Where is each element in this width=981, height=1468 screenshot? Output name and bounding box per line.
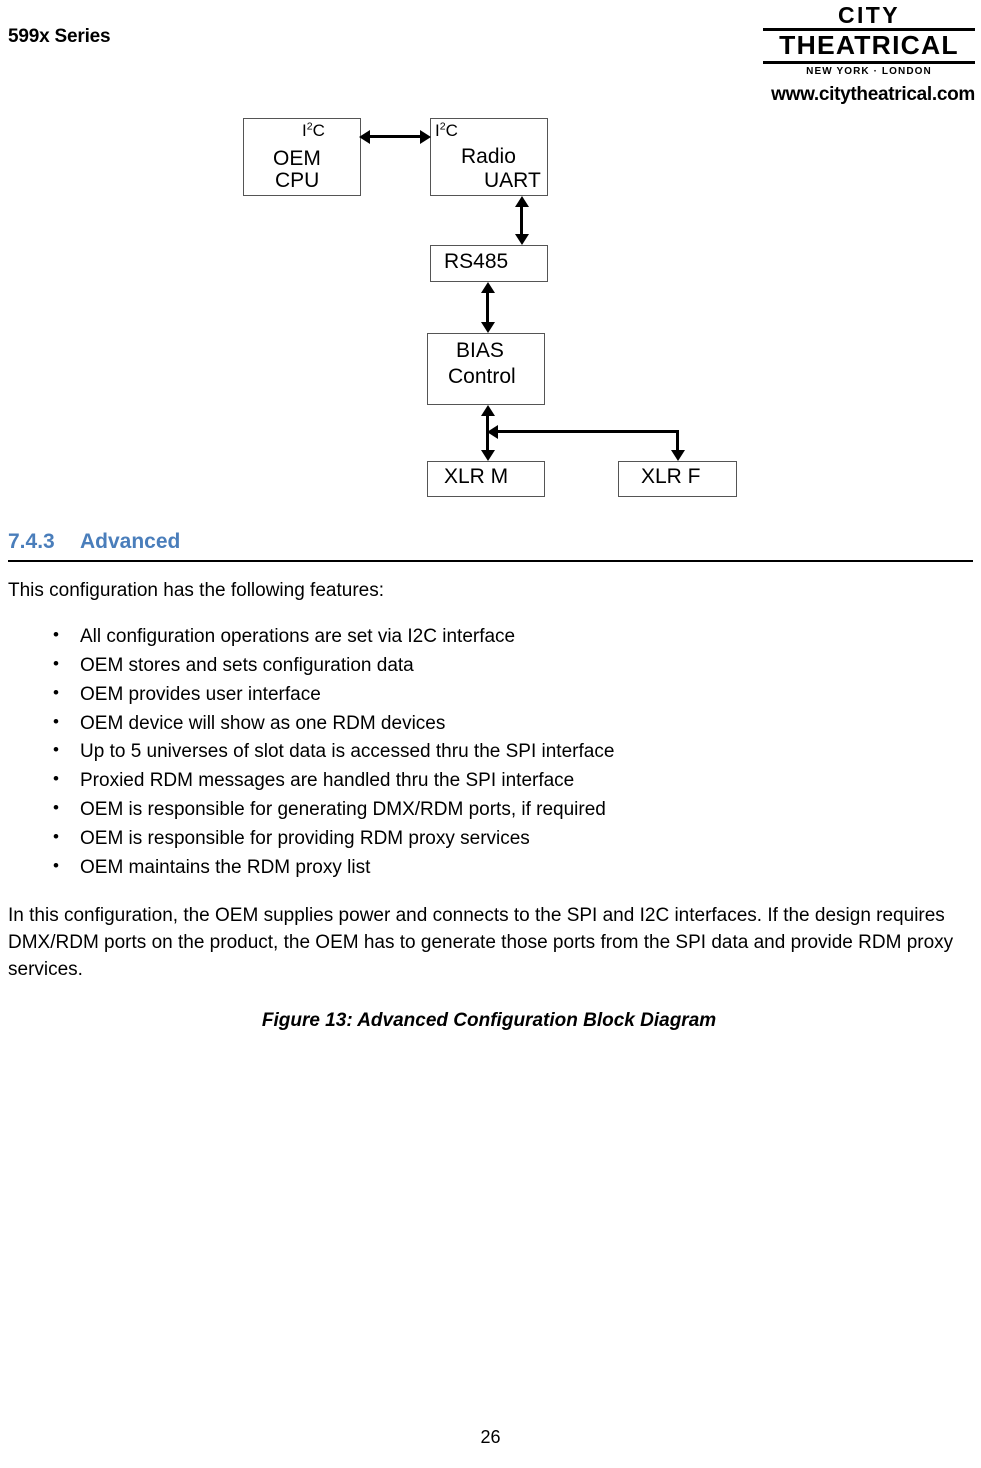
diagram-arrowhead-rs485-bias-down xyxy=(480,322,495,333)
bullet-icon: • xyxy=(53,798,59,818)
diagram-arrowhead-bias-xlrm-down xyxy=(480,450,495,461)
diagram-node-xlr-f xyxy=(618,461,737,497)
diagram-label-radio-i2c-port: I2C xyxy=(435,120,458,140)
section-title: Advanced xyxy=(80,530,181,553)
bullet-icon: • xyxy=(53,855,59,875)
diagram-arrowhead-radio-rs485-down xyxy=(514,234,529,245)
diagram-connector-radio-rs485 xyxy=(520,206,523,236)
logo-line-theatrical: THEATRICAL xyxy=(779,30,959,61)
list-item: • Proxied RDM messages are handled thru t… xyxy=(8,767,973,796)
diagram-label-oem-cpu-line2: CPU xyxy=(275,169,320,192)
diagram-connector-branch-vertical xyxy=(676,430,679,451)
logo-rule-top xyxy=(763,28,975,32)
list-item: • OEM maintains the RDM proxy list xyxy=(8,854,973,883)
section-heading: 7.4.3 Advanced xyxy=(8,530,973,560)
list-item-label: OEM provides user interface xyxy=(80,683,321,705)
page-header: 599x Series CITY THEATRICAL NEW YORK · L… xyxy=(0,0,981,110)
diagram-label-bias-line1: BIAS xyxy=(456,339,504,362)
list-item: • OEM device will show as one RDM devices xyxy=(8,710,973,739)
page-content: 7.4.3 Advanced This configuration has th… xyxy=(8,530,973,1032)
logo-rule-bottom xyxy=(763,60,975,64)
bullet-icon: • xyxy=(53,769,59,789)
diagram-connector-branch-horizontal xyxy=(497,430,678,433)
diagram-arrowhead-radio-rs485-up xyxy=(514,196,529,207)
diagram-arrowhead-branch-left xyxy=(487,424,498,439)
diagram-label-xlr-m: XLR M xyxy=(444,465,509,488)
diagram-node-bias-control xyxy=(427,333,545,405)
bullet-icon: • xyxy=(53,740,59,760)
diagram-node-xlr-m xyxy=(427,461,545,497)
list-item-label: Up to 5 universes of slot data is access… xyxy=(80,741,615,763)
diagram-arrowhead-oem-radio-left xyxy=(359,129,370,144)
list-item: • OEM is responsible for generating DMX/R… xyxy=(8,796,973,825)
advanced-configuration-block-diagram: I2C OEM CPU I2C Radio UART RS485 BIAS Co… xyxy=(0,108,981,513)
diagram-node-rs485 xyxy=(430,245,548,282)
section-number: 7.4.3 xyxy=(8,530,55,553)
intro-paragraph: This configuration has the following fea… xyxy=(8,580,384,601)
figure-caption: Figure 13: Advanced Configuration Block … xyxy=(261,1009,717,1031)
diagram-label-radio-uart-port: UART xyxy=(484,169,541,192)
logo-line-cities: NEW YORK · LONDON xyxy=(806,65,932,77)
diagram-label-oem-cpu-i2c-port: I2C xyxy=(302,120,325,140)
diagram-label-rs485: RS485 xyxy=(444,250,509,273)
document-series-title: 599x Series xyxy=(8,26,111,47)
list-item-label: All configuration operations are set via… xyxy=(80,625,516,647)
bullet-icon: • xyxy=(53,653,59,673)
diagram-arrowhead-oem-radio-right xyxy=(420,129,431,144)
diagram-label-oem-cpu-line1: OEM xyxy=(273,147,321,170)
features-list: • All configuration operations are set vi… xyxy=(8,623,973,883)
list-item-label: OEM stores and sets configuration data xyxy=(80,654,414,676)
diagram-label-bias-line2: Control xyxy=(448,365,516,388)
list-item: • OEM is responsible for providing RDM pr… xyxy=(8,825,973,854)
bullet-icon: • xyxy=(53,624,59,644)
list-item-label: Proxied RDM messages are handled thru th… xyxy=(80,770,575,792)
diagram-arrowhead-branch-xlrf-down xyxy=(670,450,685,461)
list-item-label: OEM is responsible for providing RDM pro… xyxy=(80,828,530,850)
list-item-label: OEM maintains the RDM proxy list xyxy=(80,856,371,878)
closing-paragraph: In this configuration, the OEM supplies … xyxy=(8,904,954,980)
page-number: 26 xyxy=(480,1427,501,1447)
bullet-icon: • xyxy=(53,682,59,702)
diagram-connector-rs485-bias xyxy=(486,292,489,324)
city-theatrical-logo: CITY THEATRICAL NEW YORK · LONDON xyxy=(763,2,975,77)
list-item: • Up to 5 universes of slot data is acces… xyxy=(8,738,973,767)
diagram-arrowhead-rs485-bias-up xyxy=(480,282,495,293)
website-url: www.citytheatrical.com xyxy=(771,84,975,105)
bullet-icon: • xyxy=(53,711,59,731)
list-item: • All configuration operations are set vi… xyxy=(8,623,973,652)
diagram-node-oem-cpu xyxy=(243,118,361,196)
list-item-label: OEM device will show as one RDM devices xyxy=(80,712,446,734)
diagram-label-radio-title: Radio xyxy=(461,145,516,168)
diagram-node-radio xyxy=(430,118,548,196)
logo-line-city: CITY xyxy=(838,2,900,28)
section-heading-rule xyxy=(8,560,973,562)
list-item-label: OEM is responsible for generating DMX/RD… xyxy=(80,799,606,821)
list-item: • OEM stores and sets configuration data xyxy=(8,652,973,681)
diagram-label-xlr-f: XLR F xyxy=(641,465,701,488)
diagram-arrowhead-bias-xlrm-up xyxy=(480,405,495,416)
bullet-icon: • xyxy=(53,827,59,847)
diagram-connector-oem-radio xyxy=(369,135,421,138)
list-item: • OEM provides user interface xyxy=(8,681,973,710)
